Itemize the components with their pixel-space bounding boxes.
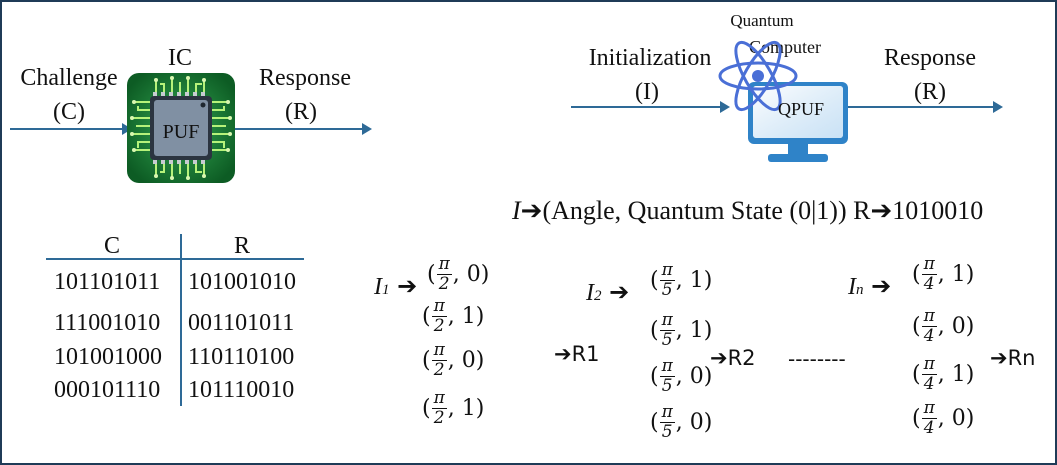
- computer-label: Computer: [749, 37, 821, 57]
- sequence-subscript: 1: [382, 282, 390, 298]
- challenge-label: Challenge: [20, 65, 118, 91]
- ic-chip-icon: [127, 73, 235, 183]
- table-cell: 001101011: [188, 310, 295, 336]
- sequence-label: I1 ➔: [374, 274, 417, 299]
- sequence-initialization-symbol: I: [848, 274, 856, 300]
- sequence-response: ➔R1: [554, 342, 600, 366]
- table-column-divider: [180, 234, 182, 406]
- formula-initialization-symbol: I: [512, 196, 521, 225]
- quantum-state-value: , 1): [675, 318, 713, 343]
- sequence-label: I2 ➔: [586, 280, 629, 305]
- quantum-state-value: , 0): [452, 262, 490, 287]
- quantum-state-value: , 0): [937, 314, 975, 339]
- puf-label: PUF: [162, 121, 200, 143]
- sequence-initialization-symbol: I: [586, 280, 594, 306]
- table-cell: 101101011: [54, 269, 161, 295]
- initialization-label: Initialization: [588, 45, 712, 71]
- challenge-arrow: [10, 123, 132, 135]
- quantum-state-value: , 1): [937, 362, 975, 387]
- sequence-subscript: 2: [594, 288, 602, 304]
- table-cell: 110110100: [188, 344, 295, 370]
- quantum-state-value: , 0): [447, 348, 485, 373]
- formula-arrow-icon: ➔: [870, 196, 893, 226]
- quantum-label: Quantum: [730, 11, 794, 30]
- response-abbrev-right: (R): [914, 79, 946, 105]
- sequence-label: In ➔: [848, 274, 891, 299]
- quantum-state-value: , 0): [937, 406, 975, 431]
- quantum-state-value: , 1): [447, 304, 485, 329]
- formula-arrow-icon: ➔: [520, 196, 543, 226]
- initialization-abbrev: (I): [635, 79, 659, 105]
- quantum-state-value: , 0): [675, 364, 713, 389]
- qpuf-label: QPUF: [777, 99, 825, 119]
- sequence-subscript: n: [856, 282, 864, 298]
- quantum-state-value: , 1): [937, 262, 975, 287]
- table-cell: 101110010: [188, 377, 295, 403]
- table-header-divider: [46, 258, 304, 260]
- response-label-right: Response: [884, 45, 976, 71]
- quantum-state-value: , 1): [447, 396, 485, 421]
- sequence-response: ➔R2: [710, 346, 756, 370]
- challenge-abbrev: (C): [53, 99, 85, 125]
- initialization-arrow: [571, 101, 730, 113]
- formula-response-bits: 1010010: [892, 196, 984, 225]
- sequence-ellipsis-dashes: --------: [788, 347, 846, 371]
- table-header-c: C: [103, 233, 120, 259]
- sequence-response: ➔Rn: [990, 346, 1036, 370]
- formula-middle: (Angle, Quantum State (0|1)) R: [542, 196, 871, 225]
- table-cell: 101001000: [54, 344, 162, 370]
- table-cell: 000101110: [54, 377, 161, 403]
- ic-label: IC: [168, 45, 192, 71]
- quantum-computer-icon: [718, 40, 848, 162]
- response-abbrev-left: (R): [285, 99, 317, 125]
- response-label-left: Response: [259, 65, 351, 91]
- quantum-state-value: , 0): [675, 410, 713, 435]
- sequence-initialization-symbol: I: [374, 274, 382, 300]
- table-cell: 111001010: [54, 310, 161, 336]
- sequence-arrow-icon: ➔: [389, 272, 418, 300]
- table-cell: 101001010: [188, 269, 296, 295]
- table-header-r: R: [233, 233, 250, 259]
- sequence-arrow-icon: ➔: [863, 272, 892, 300]
- response-arrow-right: [848, 101, 1003, 113]
- quantum-state-value: , 1): [675, 268, 713, 293]
- response-arrow-left: [235, 123, 372, 135]
- sequence-arrow-icon: ➔: [601, 278, 630, 306]
- mapping-formula: I➔(Angle, Quantum State (0|1)) R➔1010010: [512, 196, 984, 226]
